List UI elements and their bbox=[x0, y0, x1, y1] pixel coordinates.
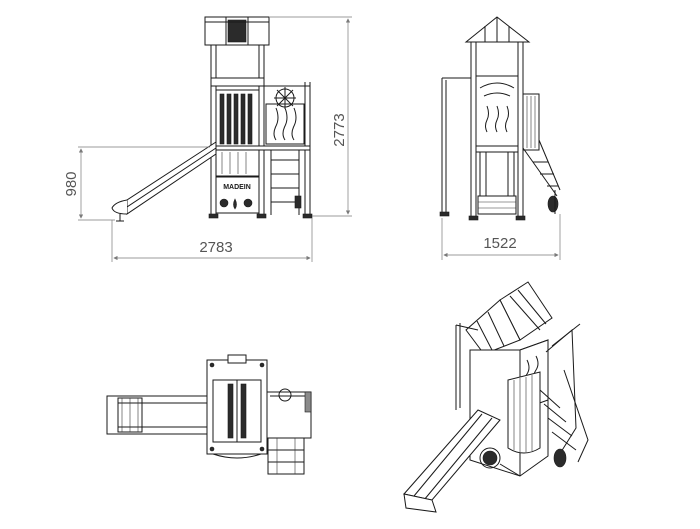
height-dimension-label: 2773 bbox=[331, 113, 348, 146]
platform-height-dimension-label: 980 bbox=[63, 171, 80, 196]
side-width-dimension-label: 1522 bbox=[483, 235, 516, 252]
isometric-view bbox=[403, 281, 589, 513]
front-slide bbox=[111, 141, 217, 222]
front-roof bbox=[204, 16, 270, 46]
brand-logo-text: MADEIN bbox=[223, 184, 251, 191]
side-dimensions: 1522 bbox=[441, 214, 561, 260]
iso-slide bbox=[403, 409, 501, 513]
plan-view bbox=[106, 354, 312, 475]
front-barred-panel bbox=[215, 89, 260, 149]
front-width-dimension-label: 2783 bbox=[199, 239, 232, 256]
front-elevation-view: MADEIN bbox=[111, 16, 313, 222]
front-dimensions: 2773 980 2783 bbox=[63, 16, 352, 262]
front-side-module bbox=[264, 82, 311, 215]
side-elevation-view bbox=[439, 16, 561, 221]
